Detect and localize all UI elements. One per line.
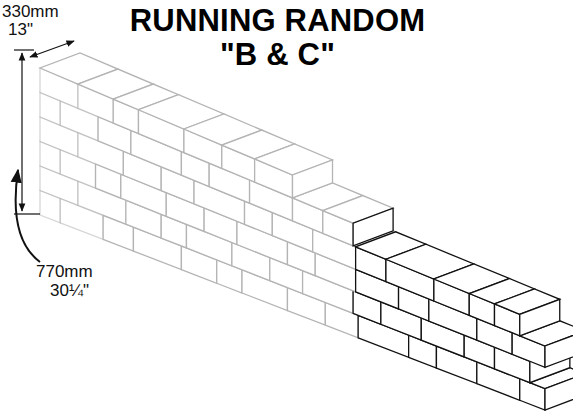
brick-course bbox=[40, 191, 573, 411]
extension-line bbox=[14, 213, 40, 214]
brick-end bbox=[545, 331, 573, 367]
dimension-label: 13" bbox=[8, 21, 33, 39]
brick-end bbox=[353, 208, 393, 246]
brick-course bbox=[40, 53, 333, 198]
brick-end bbox=[545, 374, 573, 410]
brick-course bbox=[40, 93, 393, 246]
brick-course bbox=[40, 142, 573, 368]
brick-end bbox=[293, 160, 333, 198]
extension-line bbox=[14, 49, 34, 50]
dimension-label: 770mm bbox=[36, 263, 93, 281]
leader-arrow bbox=[16, 170, 40, 262]
dimension-lines bbox=[14, 41, 74, 262]
depth-dimension bbox=[30, 41, 74, 57]
height-dimension bbox=[21, 53, 22, 211]
title: RUNNING RANDOM "B & C" bbox=[120, 4, 435, 72]
dimension-label: 330mm bbox=[2, 3, 59, 21]
brick-wall bbox=[40, 53, 573, 410]
dimension-label: 30¼" bbox=[50, 282, 89, 300]
brick-course bbox=[40, 166, 570, 383]
brick-end bbox=[520, 299, 560, 335]
brick-course bbox=[40, 117, 560, 336]
